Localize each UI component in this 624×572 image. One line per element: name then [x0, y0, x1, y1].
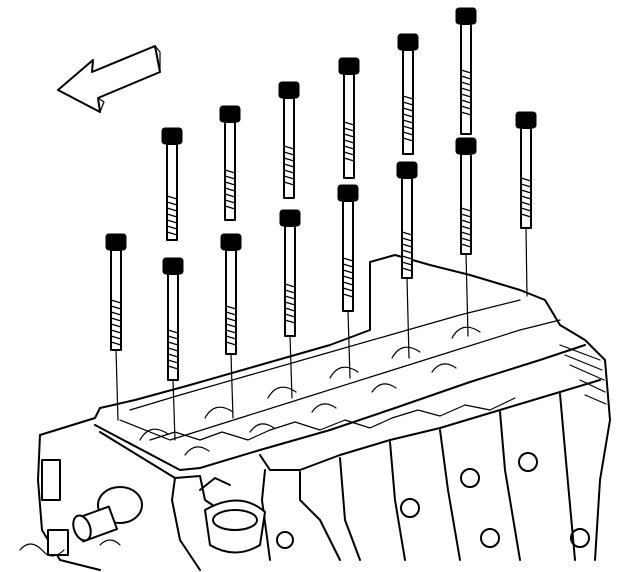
head-bolt: [337, 184, 359, 379]
head-bolt: [278, 81, 300, 199]
head-bolt: [515, 111, 537, 297]
head-bolt: [220, 233, 242, 419]
head-bolt: [455, 137, 477, 337]
head-bolts: [105, 7, 537, 441]
front-direction-arrow-icon: [57, 45, 161, 113]
head-bolt: [396, 161, 418, 359]
head-bolt: [397, 33, 419, 155]
head-bolt: [338, 57, 360, 179]
head-bolt: [105, 233, 127, 421]
head-bolt: [162, 257, 184, 441]
head-bolt: [219, 105, 241, 221]
head-bolt: [279, 209, 301, 399]
cylinder-head-block: [19, 254, 611, 571]
head-bolt: [161, 127, 183, 241]
head-bolt: [455, 7, 477, 135]
